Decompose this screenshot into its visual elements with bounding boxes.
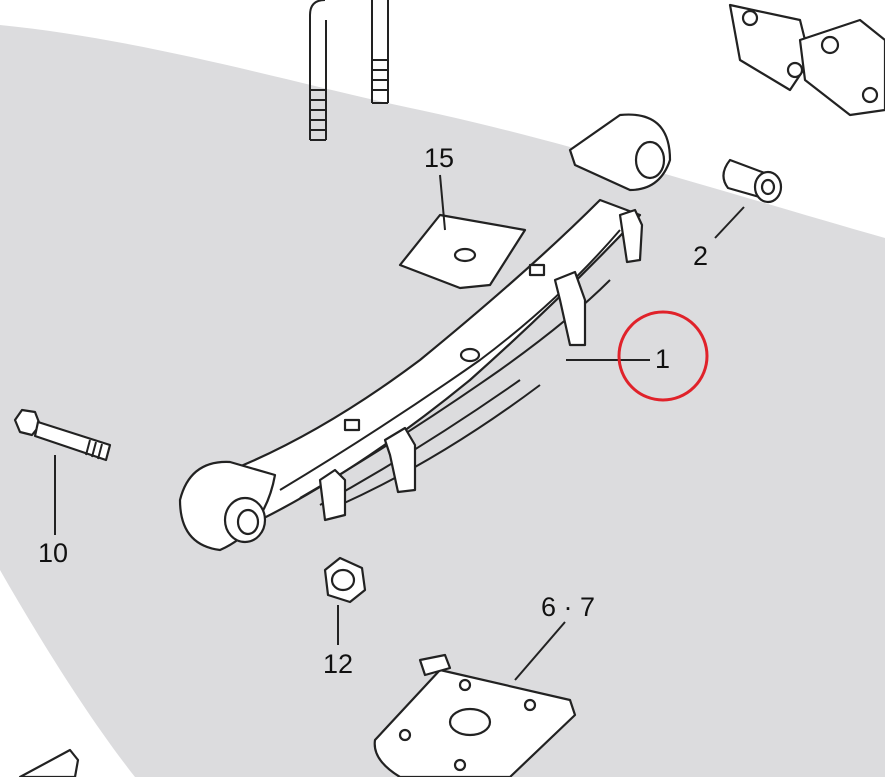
callout-12: 12 (323, 649, 354, 679)
partial-part (18, 748, 80, 777)
callout-10: 10 (38, 538, 69, 568)
leaf-spring (178, 113, 672, 552)
bushing (722, 158, 783, 204)
callout-6-7: 6 · 7 (541, 592, 596, 622)
callout-15: 15 (424, 143, 455, 173)
callout-1: 1 (655, 344, 671, 374)
highlight-circle (617, 310, 709, 402)
bolt (13, 408, 112, 462)
spring-pad (398, 213, 527, 290)
shackle (728, 3, 885, 117)
nut (323, 556, 367, 604)
spring-seat-plate (373, 653, 577, 777)
callout-2: 2 (693, 241, 709, 271)
u-bolt (309, 0, 389, 141)
